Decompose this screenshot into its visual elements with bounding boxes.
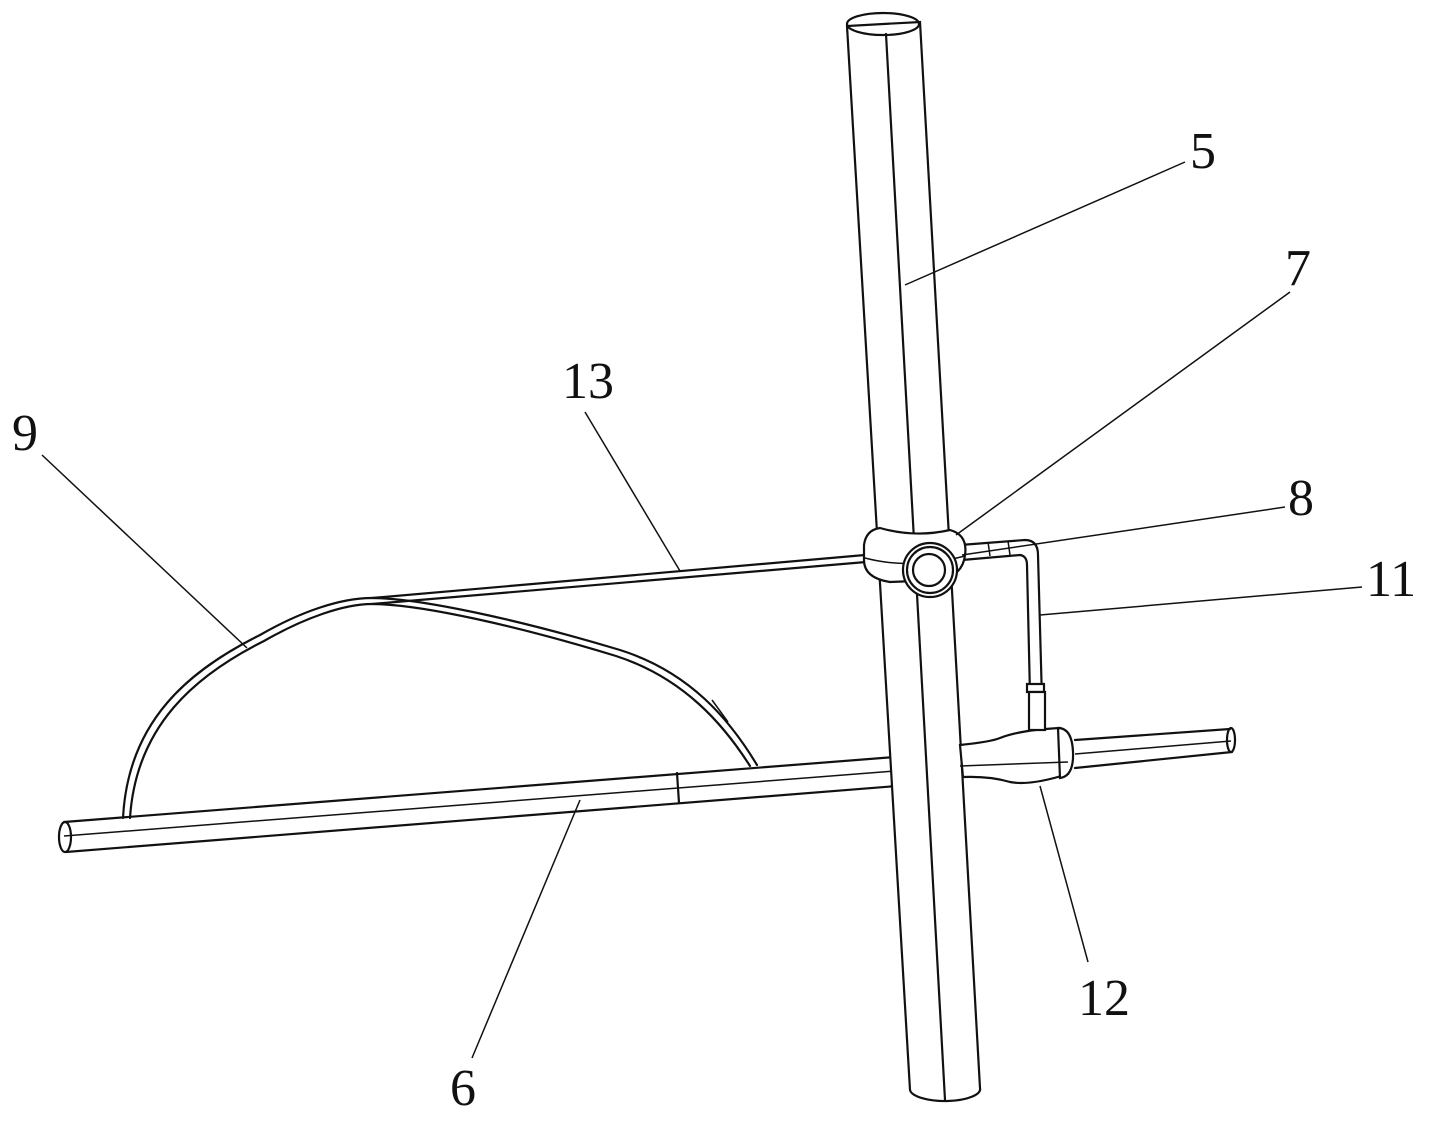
label-11: 11 bbox=[1366, 551, 1416, 608]
leader-lines bbox=[42, 162, 1362, 1058]
hose-9 bbox=[123, 598, 757, 818]
label-6: 6 bbox=[450, 1060, 476, 1117]
label-8: 8 bbox=[1288, 470, 1314, 527]
ring-8 bbox=[903, 543, 957, 597]
label-7: 7 bbox=[1285, 240, 1311, 297]
label-12: 12 bbox=[1078, 970, 1130, 1027]
fitting-12 bbox=[960, 728, 1073, 783]
label-13: 13 bbox=[562, 353, 614, 410]
label-5: 5 bbox=[1190, 123, 1216, 180]
pipe-11 bbox=[960, 540, 1045, 730]
rod-13 bbox=[372, 555, 866, 604]
label-9: 9 bbox=[12, 405, 38, 462]
